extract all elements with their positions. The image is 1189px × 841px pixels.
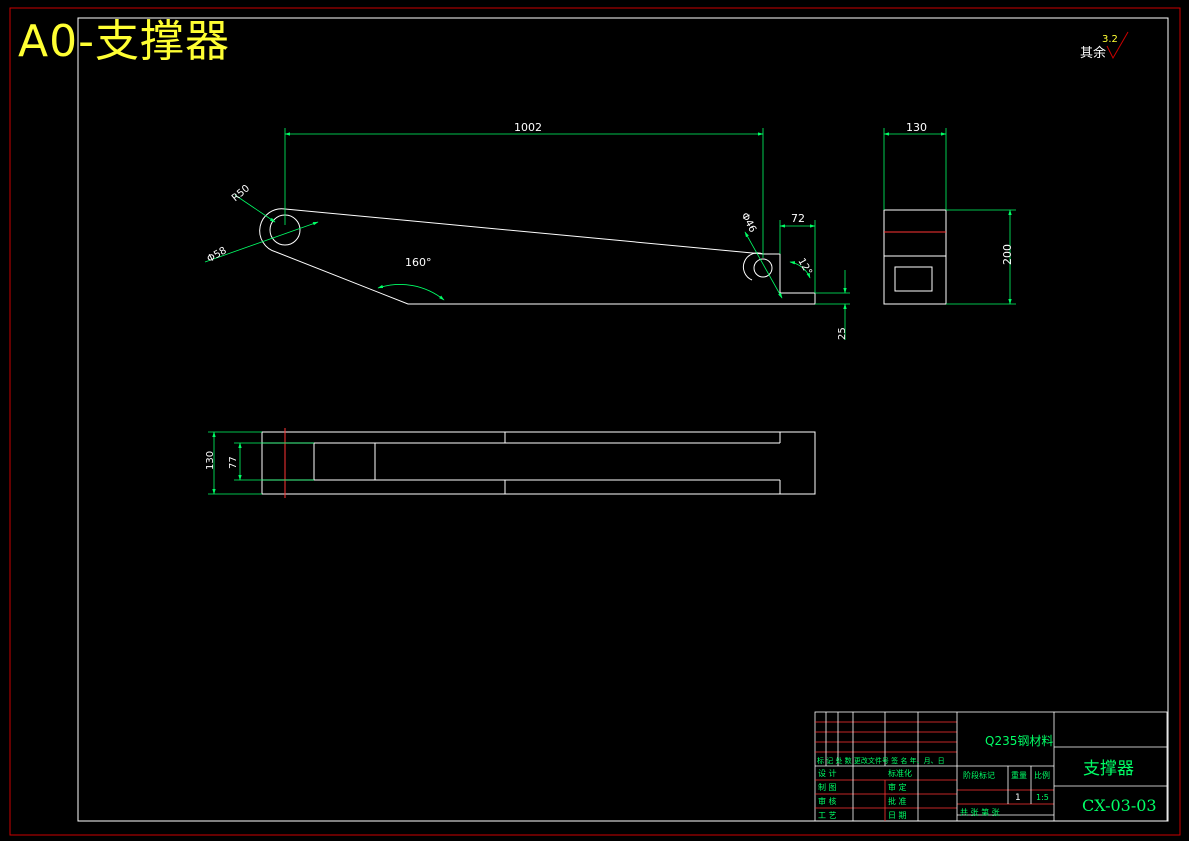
dim-side-width: 130 xyxy=(906,121,927,134)
dim-plan-width: 130 xyxy=(205,451,216,470)
small-hole xyxy=(753,258,773,278)
role-date: 日 期 xyxy=(888,811,907,820)
stage-mark: 阶段标记 xyxy=(963,770,995,780)
side-view xyxy=(883,209,947,305)
dim-thickness: 25 xyxy=(837,327,848,340)
weight-label: 重量 xyxy=(1011,770,1027,780)
role-drawing: 制 图 xyxy=(818,782,837,792)
scale-value: 1:5 xyxy=(1036,793,1049,802)
dim-plan-inner: 77 xyxy=(228,456,239,469)
front-dimensions xyxy=(204,128,850,340)
dim-angle-bottom: 160° xyxy=(405,256,432,269)
dim-width-right: 72 xyxy=(791,212,805,225)
dim-length: 1002 xyxy=(514,121,542,134)
dim-dia-big: Φ58 xyxy=(205,245,228,265)
side-dimensions xyxy=(883,128,1016,305)
role-approve-set: 审 定 xyxy=(888,782,907,792)
quantity-value: 1 xyxy=(1015,793,1021,803)
material-label: Q235钢材料 xyxy=(985,734,1053,748)
part-name: 支撑器 xyxy=(1083,759,1134,779)
title-block xyxy=(814,711,1168,822)
roughness-label: 其余 xyxy=(1080,46,1107,61)
outer-border xyxy=(9,7,1181,836)
role-standard: 标准化 xyxy=(888,768,912,778)
dim-radius-big: R50 xyxy=(230,183,252,204)
page-title: A0-支撑器 xyxy=(18,16,230,67)
revision-header: 标 记 处 数 更改文件号 签 名 年、月、日 xyxy=(817,756,945,765)
plan-view xyxy=(261,428,816,498)
role-design: 设 计 xyxy=(818,768,837,778)
plan-dimensions xyxy=(208,431,314,495)
inner-border xyxy=(77,17,1169,822)
scale-label: 比例 xyxy=(1034,770,1050,780)
front-view xyxy=(259,208,816,305)
role-review: 审 核 xyxy=(818,796,837,806)
sheet-count: 共 张 第 张 xyxy=(960,807,1000,817)
dim-dia-small: Φ46 xyxy=(739,211,758,234)
role-approve: 批 准 xyxy=(888,796,907,806)
dim-angle-right: 12° xyxy=(795,257,813,278)
dim-side-height: 200 xyxy=(1001,244,1014,265)
drawing-number: CX-03-03 xyxy=(1082,796,1157,815)
roughness-symbol xyxy=(1106,31,1129,60)
role-process: 工 艺 xyxy=(818,811,837,820)
roughness-value: 3.2 xyxy=(1102,34,1118,45)
